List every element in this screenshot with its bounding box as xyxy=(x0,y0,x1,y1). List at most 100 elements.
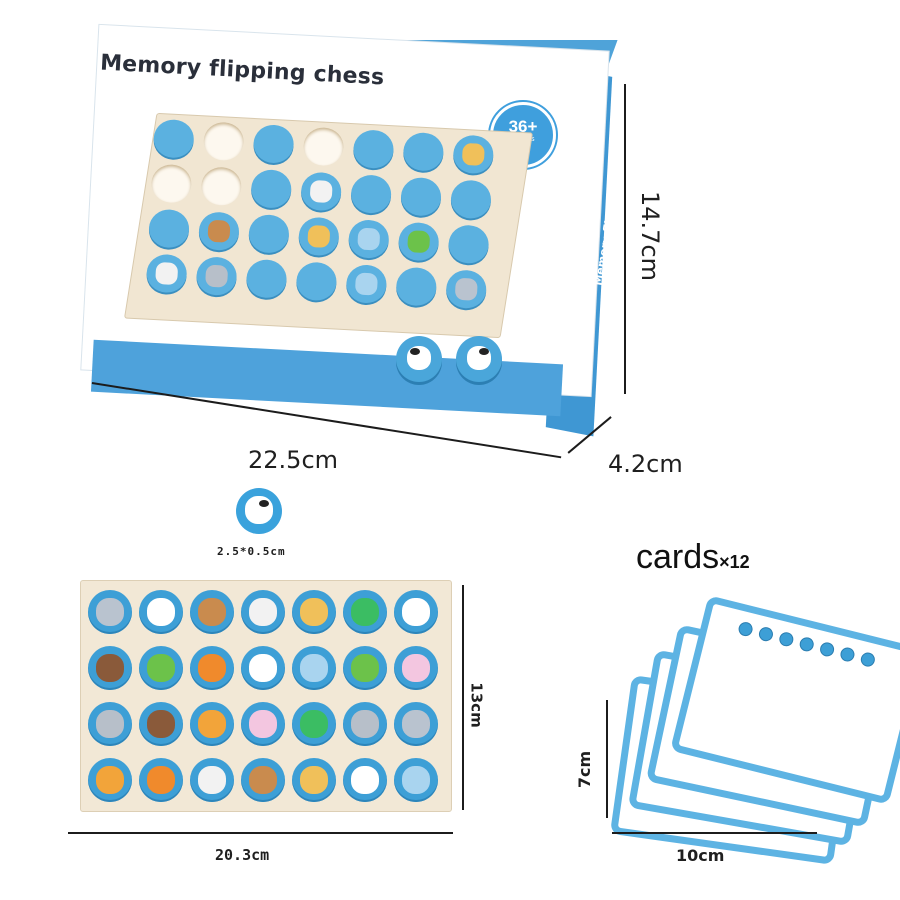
animal-icon xyxy=(777,630,795,648)
cow-icon xyxy=(407,346,431,370)
bear-icon xyxy=(147,710,175,738)
board-disc xyxy=(343,590,387,634)
board-disc xyxy=(139,646,183,690)
board-disc xyxy=(292,758,336,802)
box-board-disc xyxy=(345,263,388,305)
board-disc xyxy=(139,758,183,802)
cards-count: ×12 xyxy=(719,552,750,572)
cow-icon xyxy=(245,496,273,524)
rabbit-icon xyxy=(249,710,277,738)
elephant-icon xyxy=(402,766,430,794)
box-board-disc xyxy=(400,176,443,217)
board-disc xyxy=(343,702,387,746)
box-board-disc xyxy=(295,261,338,302)
giraffe-icon xyxy=(300,766,328,794)
box-board-disc xyxy=(347,219,390,260)
monkey-icon xyxy=(198,598,226,626)
box-board-disc xyxy=(250,168,293,209)
elephant-icon xyxy=(354,272,378,296)
single-disc xyxy=(236,488,282,534)
koala-icon xyxy=(454,277,478,301)
board-disc xyxy=(190,758,234,802)
crocodile-icon xyxy=(300,710,328,738)
animal-icon xyxy=(818,640,836,658)
bear-icon xyxy=(96,654,124,682)
box-board-disc xyxy=(245,258,288,299)
board-height-label: 13cm xyxy=(467,682,486,728)
cards-text: cards xyxy=(636,538,720,576)
cat-icon xyxy=(96,766,124,794)
cow-icon xyxy=(249,654,277,682)
box-board-disc xyxy=(447,224,490,265)
card-width-line xyxy=(612,832,817,834)
box-board-disc xyxy=(350,174,393,215)
cards-label: cards×12 xyxy=(636,538,750,577)
cat-icon xyxy=(198,710,226,738)
animal-icon xyxy=(737,620,755,638)
mouse-icon xyxy=(205,264,229,288)
zebra-icon xyxy=(309,179,333,204)
board-disc xyxy=(241,758,285,802)
elephant-icon xyxy=(357,227,381,251)
box-board-disc xyxy=(352,129,395,170)
cow-icon xyxy=(351,766,379,794)
box-board-disc xyxy=(145,253,188,294)
giraffe-icon xyxy=(461,142,485,166)
koala-icon xyxy=(96,598,124,626)
monkey-icon xyxy=(207,219,231,243)
frog-icon xyxy=(351,654,379,682)
cow-icon xyxy=(402,598,430,626)
board-disc xyxy=(241,590,285,634)
monkey-icon xyxy=(249,766,277,794)
frog-icon xyxy=(407,230,431,254)
box-board-grid xyxy=(145,118,515,311)
box-board-disc xyxy=(198,211,240,252)
box-board-disc xyxy=(195,256,238,297)
zebra-icon xyxy=(155,261,179,286)
board-height-line xyxy=(462,585,464,810)
box-width-label: 22.5cm xyxy=(248,446,339,474)
board-disc xyxy=(394,590,438,634)
box-board-disc xyxy=(445,269,488,310)
board-disc xyxy=(394,646,438,690)
board-width-line xyxy=(68,832,453,834)
box-height-line xyxy=(624,84,626,394)
mouse-icon xyxy=(351,710,379,738)
box-board-disc xyxy=(395,266,438,307)
board-disc xyxy=(88,590,132,634)
box-board-disc xyxy=(252,123,295,164)
zebra-icon xyxy=(249,598,277,626)
empty-slot xyxy=(150,163,193,204)
box-height-label: 14.7cm xyxy=(636,190,665,282)
box-board-disc xyxy=(247,213,290,254)
animal-icon xyxy=(798,635,816,653)
tiger-icon xyxy=(198,654,226,682)
disc-size-label: 2.5*0.5cm xyxy=(217,545,286,558)
board-disc xyxy=(292,646,336,690)
frog-icon xyxy=(147,654,175,682)
board-disc xyxy=(343,646,387,690)
board-disc xyxy=(88,758,132,802)
board-disc xyxy=(394,758,438,802)
cow-icon xyxy=(467,346,491,370)
board-disc xyxy=(88,646,132,690)
game-board-grid xyxy=(88,590,448,802)
board-disc xyxy=(88,702,132,746)
elephant-icon xyxy=(300,654,328,682)
tiger-icon xyxy=(147,766,175,794)
board-disc xyxy=(139,590,183,634)
crocodile-icon xyxy=(351,598,379,626)
board-disc xyxy=(190,646,234,690)
box-board-disc xyxy=(402,131,445,172)
board-disc xyxy=(241,702,285,746)
box-board-disc xyxy=(148,208,191,249)
rabbit-icon xyxy=(402,654,430,682)
board-disc xyxy=(190,702,234,746)
box-board-disc xyxy=(397,221,440,262)
card-height-label: 7cm xyxy=(575,750,595,789)
box-loose-disc xyxy=(396,336,442,382)
card-width-label: 10cm xyxy=(676,846,725,865)
board-disc xyxy=(241,646,285,690)
animal-icon xyxy=(838,646,856,663)
board-disc xyxy=(139,702,183,746)
